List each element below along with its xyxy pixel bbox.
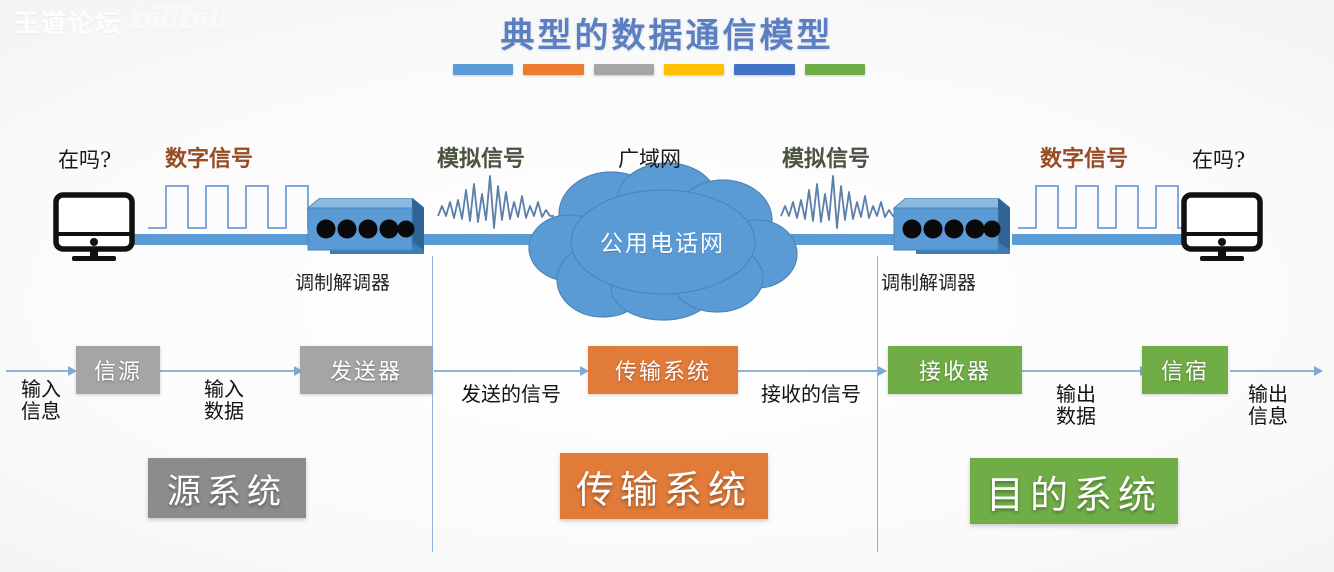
modem-icon: [306, 197, 426, 254]
flow-node-transmitter[interactable]: 发送器: [300, 346, 432, 394]
flow-arrowhead-out: [1314, 366, 1323, 376]
flow-node-receiver[interactable]: 接收器: [888, 346, 1022, 394]
modem-label-left: 调制解调器: [295, 272, 391, 294]
watermark-forum: 王道论坛: [14, 9, 123, 38]
analog-waveform-right: [780, 175, 897, 229]
edge-label-output-information: 输出 信息: [1248, 382, 1288, 429]
system-box-source[interactable]: 源系统: [148, 458, 306, 518]
digital-signal-label-right: 数字信号: [1040, 147, 1129, 172]
title-accent-bars: [453, 64, 865, 75]
computer-right: [1180, 192, 1264, 268]
flow-arrowhead-1: [294, 366, 303, 376]
bubble-text-left: 在吗?: [58, 148, 112, 172]
watermark-bilibili-logo: bilibili: [130, 2, 228, 37]
edge-label-sent-signal: 发送的信号: [461, 382, 561, 406]
modem-left: [302, 197, 426, 264]
monitor-icon: [53, 192, 135, 261]
system-box-destination[interactable]: 目的系统: [970, 458, 1178, 524]
wan-cloud: [528, 162, 798, 321]
monitor-icon: [1181, 192, 1263, 261]
flow-arrowhead-2: [580, 366, 589, 376]
accent-bar-4: [663, 64, 725, 75]
modem-icon: [892, 197, 1012, 254]
flow-node-label: 信宿: [1160, 360, 1209, 385]
edge-label-input-information: 输入 信息: [21, 377, 61, 424]
link-modem-left-to-cloud: [420, 234, 555, 245]
link-cloud-to-modem-right: [770, 234, 900, 245]
flow-arrow-2: [434, 370, 580, 372]
flow-arrowhead-in: [68, 366, 77, 376]
system-box-label: 源系统: [167, 471, 287, 512]
modem-right: [888, 197, 1012, 264]
link-modem-right-to-pc-right: [1012, 234, 1190, 245]
wan-label: 广域网: [618, 147, 681, 171]
accent-bar-3: [593, 64, 654, 75]
analog-signal-label-right: 模拟信号: [782, 147, 871, 172]
flow-arrow-4: [1022, 370, 1140, 372]
page-title: 典型的数据通信模型: [500, 16, 834, 56]
edge-label-received-signal: 接收的信号: [761, 382, 861, 406]
accent-bar-2: [523, 64, 584, 75]
cloud-label: 公用电话网: [600, 231, 725, 257]
edge-label-output-data: 输出 数据: [1056, 382, 1096, 429]
accent-bar-6: [804, 64, 865, 75]
divider-transmission-destination: [877, 256, 878, 552]
flow-arrowhead-3: [878, 366, 887, 376]
flow-node-source[interactable]: 信源: [76, 346, 160, 394]
digital-signal-label-left: 数字信号: [165, 147, 254, 172]
divider-source-transmission: [432, 256, 433, 552]
digital-waveform-left: [148, 185, 323, 229]
flow-node-transmission-system[interactable]: 传输系统: [588, 346, 738, 394]
analog-signal-label-left: 模拟信号: [437, 147, 526, 172]
analog-waveform-left: [437, 175, 554, 229]
bubble-text-right: 在吗?: [1192, 148, 1246, 172]
edge-label-input-data: 输入 数据: [204, 377, 244, 424]
flow-node-label: 信源: [93, 360, 142, 385]
digital-waveform-right: [1018, 185, 1193, 229]
accent-bar-1: [453, 64, 514, 75]
flow-node-destination[interactable]: 信宿: [1142, 346, 1228, 394]
flow-node-label: 接收器: [918, 360, 991, 385]
accent-bar-5: [734, 64, 795, 75]
system-box-transmission[interactable]: 传输系统: [560, 453, 768, 519]
modem-label-right: 调制解调器: [881, 272, 977, 294]
flow-node-label: 传输系统: [614, 360, 711, 385]
link-pc-left-to-modem-left: [132, 234, 314, 245]
system-box-label: 传输系统: [575, 467, 752, 512]
system-box-label: 目的系统: [985, 472, 1162, 517]
flow-arrow-out: [1230, 370, 1314, 372]
flow-node-label: 发送器: [329, 360, 402, 385]
flow-arrow-in: [6, 370, 68, 372]
computer-left: [52, 192, 136, 268]
flow-arrow-3: [738, 370, 878, 372]
flow-arrow-1: [158, 370, 294, 372]
